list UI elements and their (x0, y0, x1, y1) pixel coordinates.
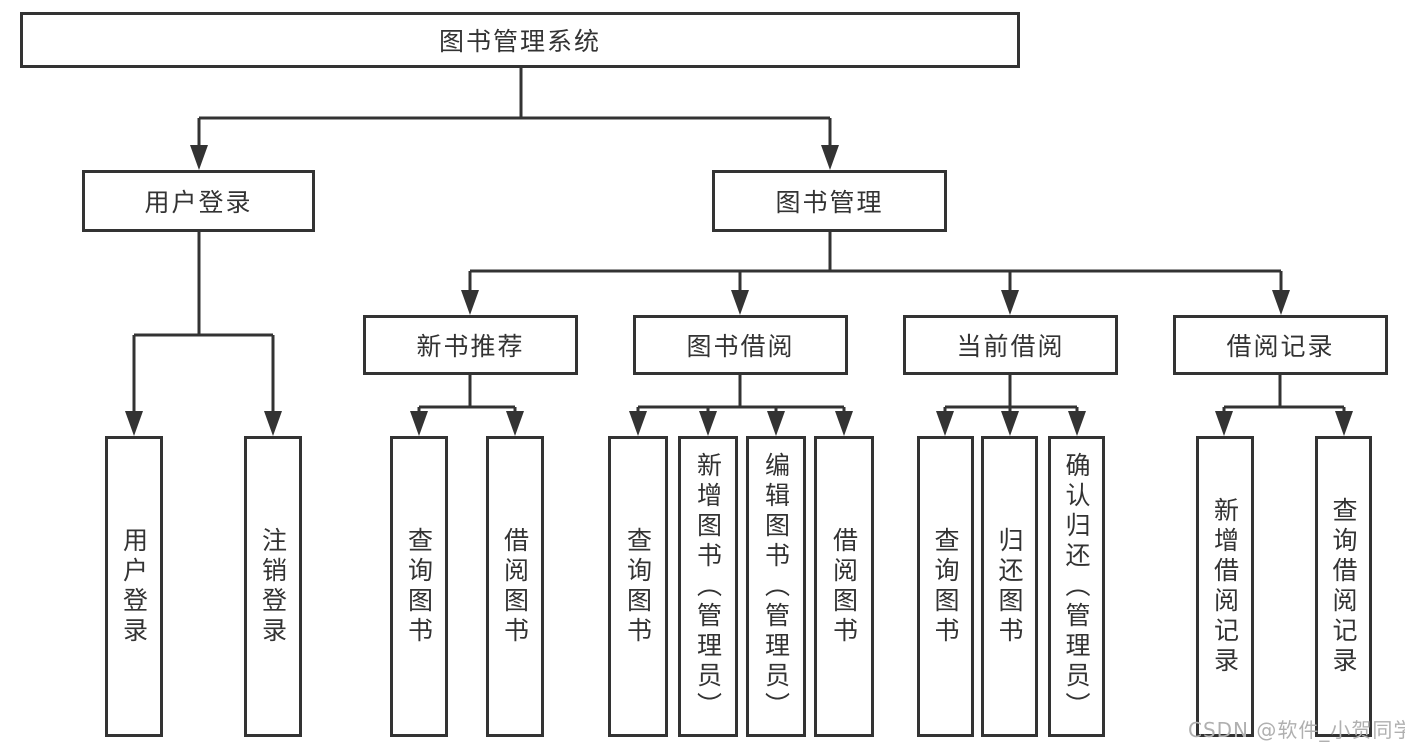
leaf-edit-books-admin: 编辑图书（管理员） (746, 436, 806, 737)
leaf-borrow-books-borrowing: 借阅图书 (814, 436, 874, 737)
leaf-confirm-return-admin-label: 确认归还（管理员） (1062, 451, 1091, 722)
node-borrowing-records: 借阅记录 (1173, 315, 1388, 375)
node-user-login: 用户登录 (82, 170, 315, 232)
leaf-edit-books-admin-label: 编辑图书（管理员） (761, 451, 791, 722)
node-new-book-recommend-label: 新书推荐 (416, 332, 525, 361)
leaf-logout-login-label: 注销登录 (258, 526, 288, 647)
leaf-user-login: 用户登录 (105, 436, 163, 737)
node-book-management: 图书管理 (712, 170, 947, 232)
leaf-add-borrow-record: 新增借阅记录 (1196, 436, 1254, 737)
node-library-system: 图书管理系统 (20, 12, 1020, 68)
node-book-borrowing-label: 图书借阅 (686, 332, 795, 361)
node-current-borrowing: 当前借阅 (903, 315, 1118, 375)
leaf-logout-login: 注销登录 (244, 436, 302, 737)
leaf-query-borrow-record: 查询借阅记录 (1315, 436, 1372, 737)
leaf-query-books-borrowing-label: 查询图书 (623, 526, 653, 647)
leaf-query-borrow-record-label: 查询借阅记录 (1329, 496, 1358, 677)
leaf-return-books: 归还图书 (981, 436, 1038, 737)
leaf-add-books-admin-label: 新增图书（管理员） (693, 451, 723, 722)
csdn-watermark: CSDN @软件_小贺同学 (1188, 718, 1405, 742)
node-user-login-label: 用户登录 (144, 188, 253, 217)
leaf-add-books-admin: 新增图书（管理员） (678, 436, 738, 737)
node-library-system-label: 图书管理系统 (438, 27, 601, 56)
leaf-query-books-current: 查询图书 (917, 436, 974, 737)
node-new-book-recommend: 新书推荐 (363, 315, 578, 375)
node-book-borrowing: 图书借阅 (633, 315, 848, 375)
node-borrowing-records-label: 借阅记录 (1226, 332, 1335, 361)
leaf-confirm-return-admin: 确认归还（管理员） (1048, 436, 1105, 737)
leaf-user-login-label: 用户登录 (119, 526, 149, 647)
leaf-query-books-borrowing: 查询图书 (608, 436, 668, 737)
leaf-query-books-current-label: 查询图书 (931, 526, 960, 647)
leaf-borrow-books-recommend: 借阅图书 (486, 436, 544, 737)
node-book-management-label: 图书管理 (775, 188, 884, 217)
leaf-query-books-recommend-label: 查询图书 (404, 526, 434, 647)
leaf-borrow-books-recommend-label: 借阅图书 (500, 526, 530, 647)
leaf-add-borrow-record-label: 新增借阅记录 (1210, 496, 1240, 677)
leaf-query-books-recommend: 查询图书 (390, 436, 448, 737)
leaf-borrow-books-borrowing-label: 借阅图书 (829, 526, 859, 647)
node-current-borrowing-label: 当前借阅 (956, 332, 1065, 361)
leaf-return-books-label: 归还图书 (995, 526, 1024, 647)
